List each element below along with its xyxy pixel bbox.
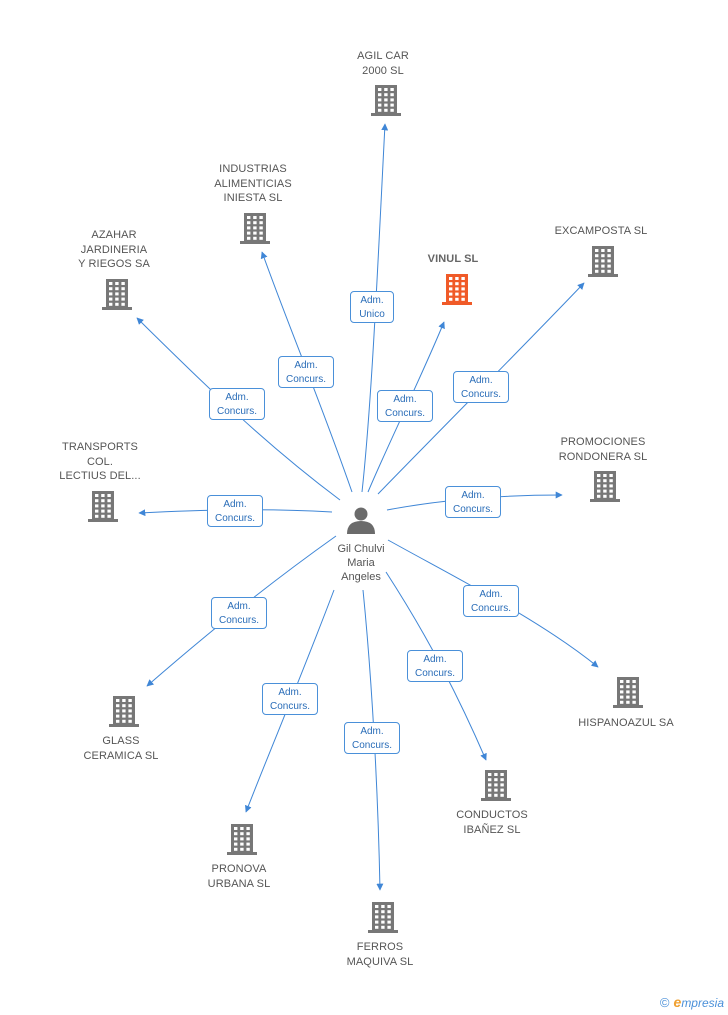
edge-label-pronova[interactable]: Adm. Concurs. — [262, 683, 318, 715]
company-label-transports[interactable]: TRANSPORTS COL. LECTIUS DEL... — [59, 441, 141, 482]
building-icon-conductos[interactable] — [481, 770, 511, 801]
company-label-hispanoazul[interactable]: HISPANOAZUL SA — [578, 717, 674, 729]
company-label-ferros[interactable]: FERROS MAQUIVA SL — [346, 941, 414, 968]
edge-label-industrias[interactable]: Adm. Concurs. — [278, 356, 334, 388]
building-icon-promociones[interactable] — [590, 471, 620, 502]
edge-label-hispanoazul[interactable]: Adm. Concurs. — [463, 585, 519, 617]
building-icon-hispanoazul[interactable] — [613, 677, 643, 708]
edge-label-excamposta[interactable]: Adm. Concurs. — [453, 371, 509, 403]
company-label-agil-car[interactable]: AGIL CAR 2000 SL — [357, 50, 409, 77]
building-icon-azahar[interactable] — [102, 279, 132, 310]
edge-label-agil-car[interactable]: Adm. Unico — [350, 291, 394, 323]
person-icon[interactable] — [347, 507, 375, 535]
building-icon-glass[interactable] — [109, 696, 139, 727]
company-label-industrias[interactable]: INDUSTRIAS ALIMENTICIAS INIESTA SL — [214, 163, 292, 204]
edge-label-ferros[interactable]: Adm. Concurs. — [344, 722, 400, 754]
company-label-azahar[interactable]: AZAHAR JARDINERIA Y RIEGOS SA — [78, 229, 150, 270]
edge-line-agil-car — [361, 123, 389, 493]
company-label-conductos[interactable]: CONDUCTOS IBAÑEZ SL — [456, 809, 528, 836]
edge-label-conductos[interactable]: Adm. Concurs. — [407, 650, 463, 682]
edge-label-promociones[interactable]: Adm. Concurs. — [445, 486, 501, 518]
person-name-label[interactable]: Gil Chulvi Maria Angeles — [337, 543, 385, 583]
company-label-pronova[interactable]: PRONOVA URBANA SL — [207, 863, 271, 890]
building-icon-transports[interactable] — [88, 491, 118, 522]
company-label-glass[interactable]: GLASS CERAMICA SL — [83, 735, 159, 762]
brand-logo: empresia — [673, 994, 724, 1010]
building-icon-industrias[interactable] — [240, 213, 270, 244]
edge-label-vinul[interactable]: Adm. Concurs. — [377, 390, 433, 422]
company-label-vinul[interactable]: VINUL SL — [427, 253, 479, 265]
copyright-symbol: © — [659, 994, 670, 1010]
building-icon-pronova[interactable] — [227, 824, 257, 855]
edge-label-azahar[interactable]: Adm. Concurs. — [209, 388, 265, 420]
building-icon-ferros[interactable] — [368, 902, 398, 933]
building-icon-agil-car[interactable] — [371, 85, 401, 116]
company-label-excamposta[interactable]: EXCAMPOSTA SL — [554, 225, 648, 237]
company-label-promociones[interactable]: PROMOCIONES RONDONERA SL — [558, 436, 648, 463]
building-icon-vinul[interactable] — [442, 274, 472, 305]
nodes-layer — [88, 85, 643, 933]
building-icon-excamposta[interactable] — [588, 246, 618, 277]
footer-brand[interactable]: © empresia — [660, 994, 724, 1010]
edge-label-transports[interactable]: Adm. Concurs. — [207, 495, 263, 527]
edge-label-glass[interactable]: Adm. Concurs. — [211, 597, 267, 629]
